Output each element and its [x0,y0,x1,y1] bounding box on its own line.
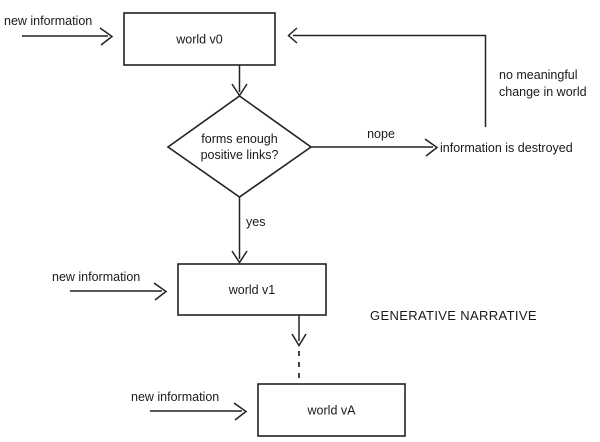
new-information-3-label: new information [131,390,219,404]
world-v1-label: world v1 [228,283,276,297]
information-destroyed-label: information is destroyed [440,141,573,155]
edge-new-information-1: new information [4,14,114,46]
edge-new-information-2: new information [52,270,168,301]
decision-label-line-2: positive links? [201,148,279,162]
edge-v1-to-vA [291,315,307,384]
feedback-arrowhead-icon [287,27,298,44]
feedback-label-line-2: change in world [499,85,587,99]
new-information-2-label: new information [52,270,140,284]
nope-label: nope [367,127,395,141]
feedback-label-line-1: no meaningful [499,68,578,82]
edge-feedback-no-meaningful-change: no meaningful change in world [287,27,587,127]
yes-label: yes [246,215,265,229]
node-decision-positive-links[interactable]: forms enough positive links? [166,95,313,198]
yes-arrowhead-icon [231,250,248,264]
edge-new-information-3: new information [131,390,248,421]
new-information-3-arrowhead-icon [233,402,248,421]
edge-v0-to-decision [231,65,248,97]
diagram-caption: GENERATIVE NARRATIVE [370,308,537,323]
node-world-v1[interactable]: world v1 [177,263,327,316]
decision-diamond[interactable] [166,95,313,198]
new-information-2-arrowhead-icon [153,282,168,301]
node-world-v0[interactable]: world v0 [123,12,276,66]
world-vA-label: world vA [307,404,357,418]
edge-yes: yes [231,197,265,264]
node-world-vA[interactable]: world vA [257,383,406,437]
world-v1-box[interactable] [177,263,327,316]
world-v0-box[interactable] [123,12,276,66]
v1-to-vA-arrowhead-icon [291,333,307,347]
world-vA-box[interactable] [257,383,406,437]
decision-label-line-1: forms enough [201,132,277,146]
edge-nope: nope [311,127,439,157]
new-information-1-label: new information [4,14,92,28]
feedback-loop-path [293,34,487,127]
new-information-1-arrowhead-icon [99,27,114,46]
nope-arrowhead-icon [424,138,439,157]
world-v0-label: world v0 [175,33,223,47]
